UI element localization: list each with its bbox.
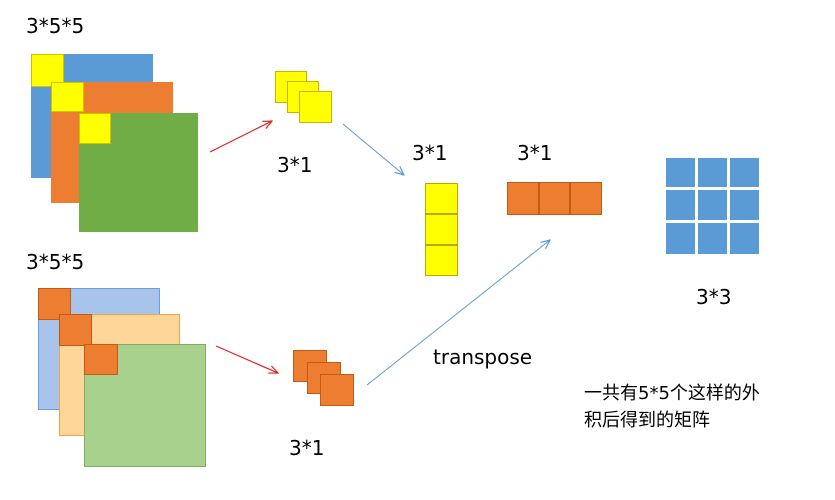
arrow-bottom-extract: [215, 345, 278, 373]
yellow-vector-cell-3: [299, 91, 332, 123]
top-tensor-label: 3*5*5: [26, 14, 85, 38]
bottom-small-vector-label: 3*1: [289, 436, 325, 460]
result-matrix-cell-1-3: [730, 158, 759, 187]
top-tensor-highlight-1: [31, 54, 64, 87]
top-small-vector-label: 3*1: [277, 153, 313, 177]
note-text: 一共有5*5个这样的外 积后得到的矩阵: [584, 380, 784, 434]
arrow-transpose: [366, 240, 550, 386]
row-vector-cell-3: [570, 182, 602, 215]
column-vector-cell-2: [425, 214, 458, 245]
orange-vector-cell-3: [320, 374, 354, 406]
result-matrix-cell-3-3: [730, 223, 759, 254]
result-matrix-cell-3-1: [666, 223, 695, 254]
top-tensor-highlight-3: [79, 113, 111, 144]
bottom-tensor-label: 3*5*5: [26, 250, 85, 274]
row-vector-cell-1: [507, 182, 539, 215]
column-vector-cell-1: [425, 183, 458, 214]
row-vector-cell-2: [539, 182, 570, 215]
result-matrix-cell-2-1: [666, 190, 695, 220]
column-vector-label: 3*1: [412, 141, 448, 165]
bottom-tensor-highlight-2: [59, 314, 92, 346]
row-vector-label: 3*1: [517, 141, 553, 165]
bottom-tensor-highlight-3: [84, 344, 118, 375]
transpose-label: transpose: [433, 345, 533, 369]
result-matrix-cell-3-2: [698, 223, 727, 254]
result-matrix-cell-2-3: [730, 190, 759, 220]
result-matrix-cell-1-2: [698, 158, 727, 187]
top-tensor-highlight-2: [51, 82, 84, 112]
result-matrix-label: 3*3: [696, 285, 732, 309]
note-line-1: 一共有5*5个这样的外: [584, 383, 760, 404]
bottom-tensor-channel-green: [84, 344, 206, 467]
result-matrix-cell-2-2: [698, 190, 727, 220]
arrow-top-extract: [209, 121, 272, 153]
column-vector-cell-3: [425, 245, 458, 276]
arrow-to-column-vector: [342, 123, 404, 175]
note-line-2: 积后得到的矩阵: [584, 410, 710, 431]
result-matrix-cell-1-1: [666, 158, 695, 187]
